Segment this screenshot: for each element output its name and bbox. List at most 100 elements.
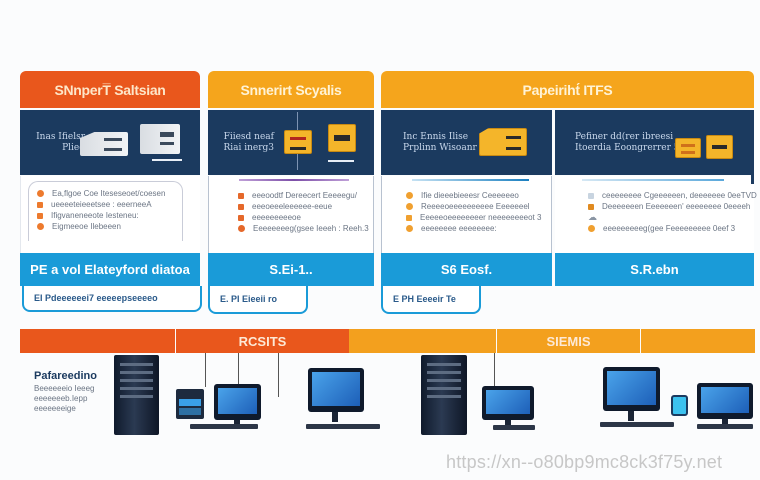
- list-item: Eeeeeeeeg(gsee Ieeeh : Reeh.3: [238, 223, 369, 234]
- monitor-stand: [722, 419, 728, 424]
- panel-3-label: Inc Ennis Ilise Prplinn Wisoanr: [403, 132, 477, 154]
- list-item: Ifie dieeebieeesr Ceeeeeeo: [406, 190, 541, 201]
- link-tab-1[interactable]: EI Pdeeeeeei7 eeeeepseeeeo: [22, 286, 202, 312]
- monitor-icon: [697, 383, 753, 419]
- panel-label-line: Itoerdia Eoongrerrer 5: [575, 143, 680, 153]
- drive-base-icon: [328, 160, 354, 162]
- link-tab-label: E PH Eeeeir Te: [393, 294, 456, 304]
- network-text-line: eeeeeeeige: [34, 404, 76, 413]
- column-header-1-title: SNnperT̅ Saltsian: [54, 81, 166, 98]
- list-item: eeeeeeeeeg(gee Feeeeeeeee 0eef 3: [588, 223, 757, 234]
- summary-band-2: S.Ei-1..: [208, 253, 374, 286]
- network-strip-segment-4: SIEMIS: [497, 329, 640, 353]
- feature-list-3: Ifie dieeebieeesr Ceeeeeeo Reeeeoeeeeeee…: [406, 190, 541, 234]
- summary-band-3: S6 Eosf.: [381, 253, 552, 286]
- column-header-3: Papeiriht́ ITFS: [381, 71, 754, 108]
- network-text-line: eeeeeeeb.Iepp: [34, 394, 88, 403]
- monitor-stand: [628, 411, 634, 421]
- keyboard-icon: [600, 422, 674, 427]
- keyboard-icon: [306, 424, 380, 429]
- connector-line: [238, 353, 239, 387]
- network-text-line: Beeeeeeio Ieeeg: [34, 384, 95, 393]
- feature-card-2: eeeoodtf Dereecert Eeeeegu/ eeeoeeeleeee…: [208, 176, 374, 253]
- watermark-url: https://xn--o80bp9mc8ck3f75y.net: [446, 452, 723, 472]
- link-tab-label: EI Pdeeeeeei7 eeeeepseeeeo: [34, 293, 158, 303]
- drive-base-icon: [152, 159, 182, 161]
- network-strip-label: RCSITS: [238, 333, 287, 349]
- link-tab-label: E. PI Eieeii ro: [220, 294, 278, 304]
- storage-drive-icon: [140, 124, 180, 154]
- storage-drive-icon: [284, 130, 312, 154]
- feature-card-1: Ea,flgoe Coe Iteseseoet/coesen ueeeeteie…: [20, 176, 200, 253]
- divider: [751, 170, 754, 184]
- network-strip-segment-2: RCSITS: [176, 329, 349, 353]
- list-item-text: eeeeeeeeeoe: [252, 213, 301, 222]
- list-item: eeeoeeeleeeeee-eeue: [238, 201, 369, 212]
- list-item: Reeeeoeeeeeeeeee Eeeeeeel: [406, 201, 541, 212]
- cloud-icon: ☁: [588, 212, 597, 222]
- monitor-stand: [234, 420, 240, 425]
- amber-bullet-icon: [588, 203, 594, 210]
- panel-label-line: Pefiner dd(rer ibreesi: [575, 132, 674, 142]
- network-description: Pafareedino Beeeeeeio Ieeeg eeeeeeeb.Iep…: [34, 370, 97, 414]
- network-strip-segment-1: [20, 329, 175, 353]
- list-item: eeeeeeee eeeeeeee:: [406, 223, 541, 234]
- monitor-icon: [482, 386, 534, 420]
- workstation-icon: [176, 389, 204, 419]
- feature-list-1: Ea,flgoe Coe Iteseseoet/coesen ueeeeteie…: [37, 188, 165, 232]
- gray-bullet-icon: [588, 192, 594, 199]
- column-header-3-title: Papeiriht́ ITFS: [522, 81, 613, 98]
- panel-4-label: Pefiner dd(rer ibreesi Itoerdia Eoongrer…: [575, 132, 680, 154]
- device-panel-3: Inc Ennis Ilise Prplinn Wisoanr: [381, 110, 552, 175]
- orange-bullet-icon: [37, 212, 43, 219]
- monitor-icon: [308, 368, 364, 412]
- orange-bullet-icon: [238, 214, 244, 221]
- list-item-text: eeeoeeeleeeeee-eeue: [252, 202, 333, 211]
- device-panel-2: Fiiesd neaf Riai inerg3: [208, 110, 374, 175]
- list-item-text: eeeeeeee eeeeeeee:: [421, 224, 497, 233]
- list-item-text: Ifigvaneneeote Iesteneu:: [51, 211, 139, 220]
- device-panel-1: Inas Ifielsr Plieg: [20, 110, 200, 175]
- list-item: Ifigvaneneeote Iesteneu:: [37, 210, 165, 221]
- summary-band-4: S.R.ebn: [555, 253, 754, 286]
- summary-band-label: PE a vol Elateyford diatoa: [30, 262, 190, 277]
- server-tower-icon: [421, 355, 467, 435]
- panel-label-line: Fiiesd neaf: [223, 132, 274, 142]
- storage-drive-icon: [675, 138, 701, 158]
- feature-card-4: ceeeeeeee Cgeeeeeen, deeeeeee 0eeTVD Dee…: [555, 176, 757, 253]
- orange-bullet-icon: [37, 223, 44, 230]
- connector-line: [494, 353, 495, 387]
- feature-card-3: Ifie dieeebieeesr Ceeeeeeo Reeeeoeeeeeee…: [381, 176, 552, 253]
- summary-band-1: PE a vol Elateyford diatoa: [20, 253, 200, 286]
- panel-label-line: Riai inerg3: [223, 143, 274, 153]
- orange-bullet-icon: [37, 190, 44, 197]
- list-item: ceeeeeeee Cgeeeeeen, deeeeeee 0eeTVD: [588, 190, 757, 201]
- storage-drive-icon: [80, 132, 128, 156]
- list-item: Eigmeeoe Ilebeeen: [37, 221, 165, 232]
- list-item-text: Deeeeeeen Eeeeeeen' eeeeeeee 0eeeeh: [602, 202, 751, 211]
- link-tab-2[interactable]: E. PI Eieeii ro: [208, 286, 308, 314]
- list-item: eeeoodtf Dereecert Eeeeegu/: [238, 190, 369, 201]
- orange-bullet-icon: [238, 192, 244, 199]
- storage-drive-icon: [706, 135, 733, 159]
- monitor-stand: [332, 412, 338, 422]
- network-title: Pafareedino: [34, 370, 97, 382]
- panel-label-line: Inas Ifielsr: [36, 132, 85, 142]
- monitor-icon: [603, 367, 660, 411]
- storage-drive-icon: [328, 124, 356, 152]
- list-item-text: Ea,flgoe Coe Iteseseoet/coesen: [52, 189, 166, 198]
- link-tab-3[interactable]: E PH Eeeeir Te: [381, 286, 481, 314]
- amber-bullet-icon: [406, 192, 413, 199]
- keyboard-icon: [190, 424, 258, 429]
- column-header-1: SNnperT̅ Saltsian: [20, 71, 200, 108]
- list-item-text: Ifie dieeebieeesr Ceeeeeeo: [421, 191, 519, 200]
- feature-list-4: ceeeeeeee Cgeeeeeen, deeeeeee 0eeTVD Dee…: [588, 190, 757, 234]
- panel-1-label: Inas Ifielsr Plieg: [33, 132, 85, 154]
- list-item: Eeeeeoeeeeeeeer neeeeeeeeot 3: [406, 212, 541, 223]
- orange-bullet-icon: [238, 225, 245, 232]
- list-item: ueeeeteieeetsee : eeerneeA: [37, 199, 165, 210]
- column-header-2: Snnerirt Scyalis: [208, 71, 374, 108]
- connector-line: [205, 353, 206, 387]
- network-strip-label: SIEMIS: [546, 333, 591, 349]
- summary-band-label: S.Ei-1..: [269, 262, 313, 277]
